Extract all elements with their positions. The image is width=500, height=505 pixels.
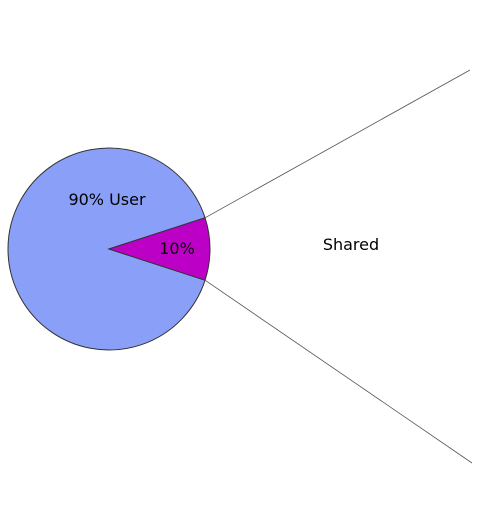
slice-label-shared: 10% bbox=[159, 239, 195, 258]
pie-slice-user bbox=[7, 147, 206, 351]
expansion-line-top bbox=[204, 69, 471, 219]
pie-slice-shared bbox=[107, 217, 211, 281]
exploded-label-shared: Shared bbox=[323, 235, 379, 254]
slice-label-user: 90% User bbox=[68, 190, 146, 209]
expansion-line-bottom bbox=[204, 279, 473, 464]
